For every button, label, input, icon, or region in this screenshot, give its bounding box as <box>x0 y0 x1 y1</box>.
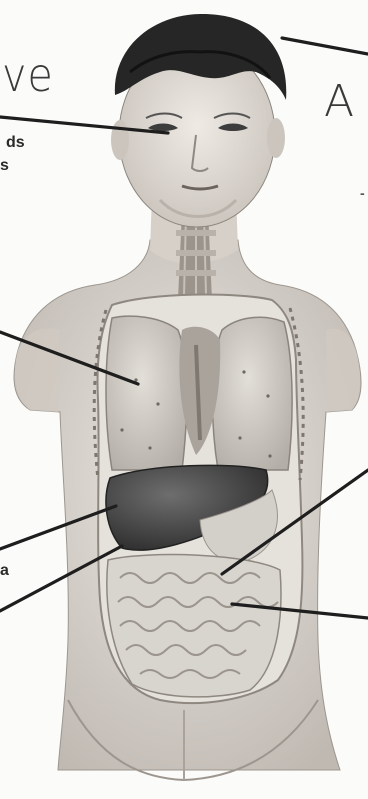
label-fragment-ds: ds <box>6 135 25 151</box>
right-ear <box>267 118 285 158</box>
right-lung <box>212 317 292 470</box>
leader-line-hair <box>282 38 368 54</box>
label-fragment-mark: - <box>360 186 365 200</box>
caption-fragment-top-left: ve <box>2 52 54 98</box>
left-lung <box>106 316 187 470</box>
label-fragment-a: a <box>0 563 9 579</box>
caption-fragment-top-right: A <box>324 80 354 124</box>
label-fragment-s: s <box>0 158 9 174</box>
intestines <box>107 555 281 697</box>
left-ear <box>111 120 129 160</box>
